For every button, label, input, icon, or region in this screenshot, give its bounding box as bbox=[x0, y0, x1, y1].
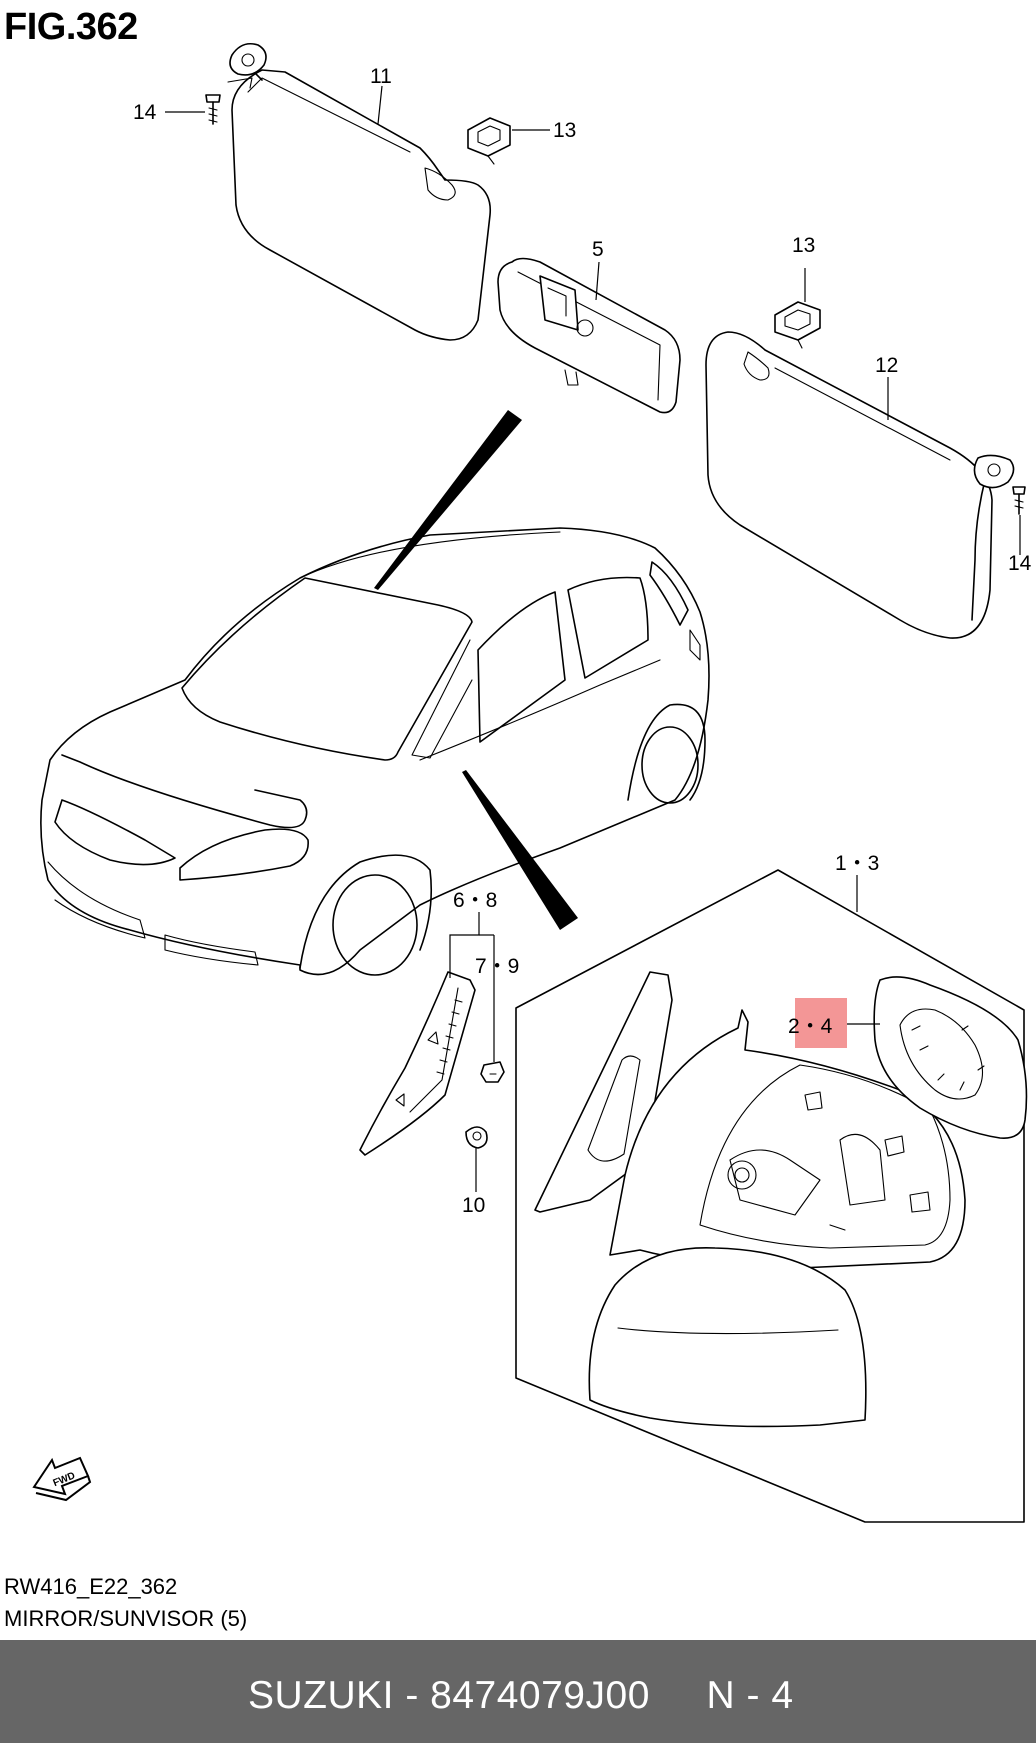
front-pillar-garnish bbox=[359, 971, 476, 1156]
callout-13-upper: 13 bbox=[553, 119, 576, 142]
callout-14-left: 14 bbox=[133, 101, 157, 124]
callout-5: 5 bbox=[592, 238, 604, 261]
visor-holder-clip-13-upper bbox=[467, 117, 511, 165]
pointer-wedge-lower bbox=[462, 770, 578, 930]
sun-visor-right bbox=[705, 331, 993, 639]
screw-14-left bbox=[205, 94, 221, 125]
callout-12: 12 bbox=[875, 354, 898, 377]
callout-1-3: 1・3 bbox=[835, 852, 879, 875]
callout-13-lower: 13 bbox=[792, 234, 815, 257]
outside-mirror-assembly bbox=[515, 869, 1028, 1523]
inside-rearview-mirror bbox=[497, 257, 681, 414]
callout-2-4: 2・4 bbox=[788, 1015, 833, 1038]
visor-clip-right bbox=[973, 454, 1015, 489]
fwd-arrow-icon: FWD bbox=[32, 1456, 92, 1502]
callout-6-8: 6・8 bbox=[453, 889, 497, 912]
callout-11: 11 bbox=[370, 65, 392, 88]
callout-highlight-2-4 bbox=[795, 998, 847, 1048]
diagram-caption: MIRROR/SUNVISOR (5) bbox=[4, 1606, 248, 1631]
footer-part-number: SUZUKI - 8474079J00 N - 4 bbox=[248, 1674, 794, 1717]
callout-7-9: 7・9 bbox=[475, 955, 519, 978]
grommet-10 bbox=[465, 1126, 488, 1149]
sun-visor-left bbox=[231, 67, 492, 341]
visor-clip-left bbox=[227, 42, 267, 89]
screw-14-right bbox=[1012, 486, 1026, 515]
vehicle-outline bbox=[40, 527, 710, 976]
callout-10: 10 bbox=[462, 1194, 485, 1217]
figure-title: FIG.362 bbox=[4, 6, 138, 48]
visor-holder-clip-13-lower bbox=[774, 301, 821, 349]
leader-lines bbox=[165, 85, 1021, 1192]
garnish-clip bbox=[480, 1061, 505, 1083]
footer-bar bbox=[0, 1640, 1036, 1743]
pointer-wedge-upper bbox=[374, 410, 522, 590]
diagram-reference-code: RW416_E22_362 bbox=[4, 1574, 178, 1599]
callout-14-right: 14 bbox=[1008, 552, 1032, 575]
